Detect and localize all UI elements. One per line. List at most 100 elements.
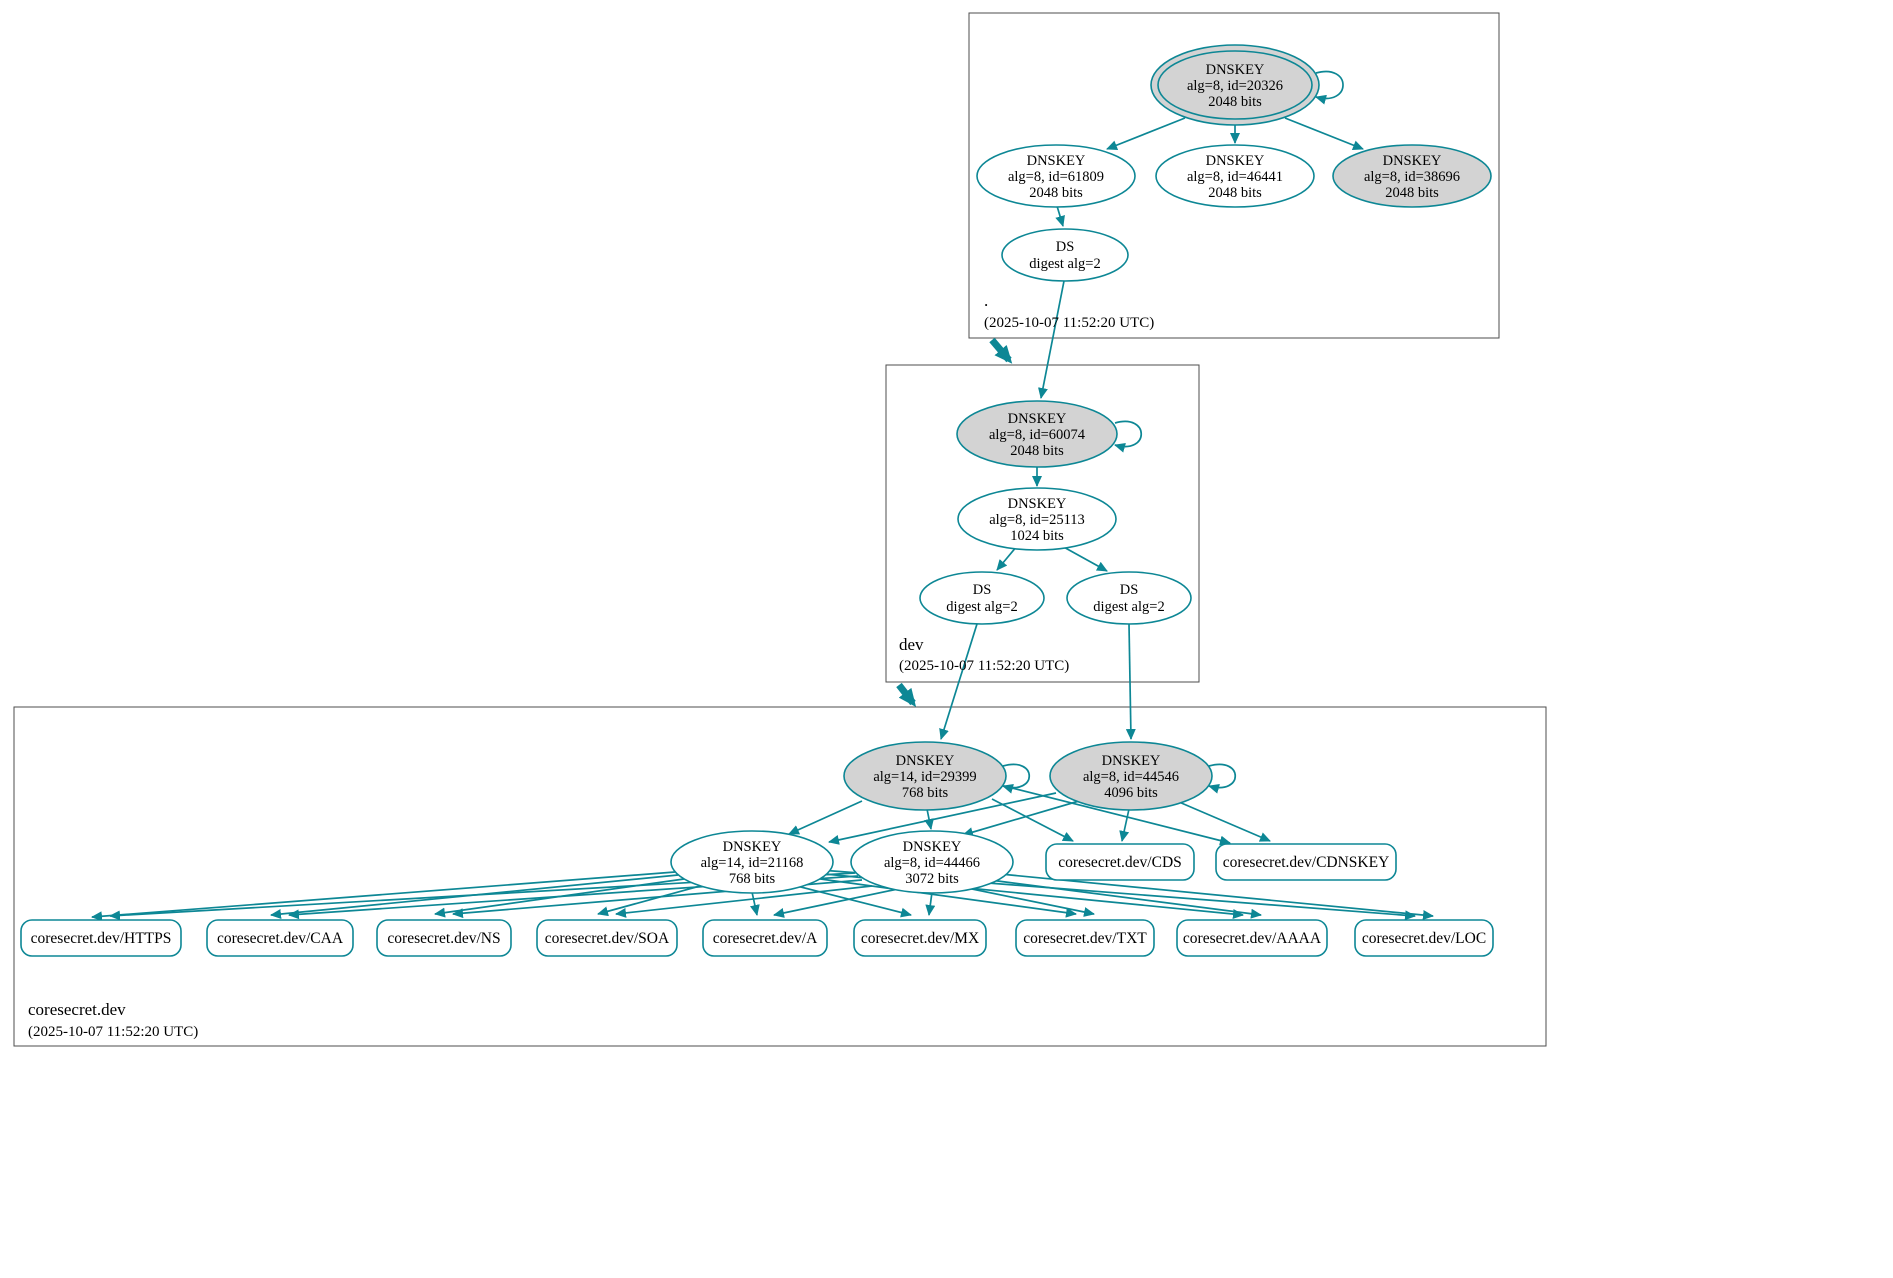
rrset-node-txt: coresecret.dev/TXT <box>1015 919 1155 957</box>
dnskey-node-44546-ksk: DNSKEY alg=8, id=44546 4096 bits <box>1049 741 1213 811</box>
dnskey-46441-title: DNSKEY <box>1206 153 1265 169</box>
dev-zone-timestamp: (2025-10-07 11:52:20 UTC) <box>899 658 1069 674</box>
dnskey-61809-title: DNSKEY <box>1027 153 1086 169</box>
coresecret-zone-label: coresecret.dev <box>28 1000 126 1019</box>
ds-dev-left-title: DS <box>973 582 992 598</box>
edge-20326-61809 <box>1106 117 1186 150</box>
dnskey-44466-title: DNSKEY <box>903 839 962 855</box>
dnskey-29399-bits: 768 bits <box>902 785 949 801</box>
delegation-arrow-root-dev <box>989 337 1013 364</box>
edge-21168-a <box>749 891 760 916</box>
edge-44466-a <box>773 888 899 918</box>
dnskey-node-21168-zsk: DNSKEY alg=14, id=21168 768 bits <box>670 830 834 894</box>
dnskey-44546-ellipse <box>1049 741 1213 811</box>
delegation-arrow-dev-coresecret <box>896 682 917 707</box>
rrset-ns-label: coresecret.dev/NS <box>387 930 500 947</box>
coresecret-zone-box <box>13 706 1547 1047</box>
dnskey-21168-bits: 768 bits <box>729 871 776 887</box>
ds-dev-left-meta: digest alg=2 <box>946 599 1017 615</box>
dnskey-node-29399-ksk: DNSKEY alg=14, id=29399 768 bits <box>843 741 1007 811</box>
rrset-cds-rect <box>1045 843 1195 881</box>
edge-selfloop-20326 <box>1315 70 1344 105</box>
dnskey-44546-meta: alg=8, id=44546 <box>1083 769 1179 785</box>
rrset-node-ns: coresecret.dev/NS <box>376 919 512 957</box>
dnskey-38696-ellipse <box>1332 144 1492 208</box>
edge-61809-ds <box>1055 205 1065 227</box>
rrset-loc-rect <box>1354 919 1494 957</box>
dnskey-25113-ellipse <box>957 487 1117 551</box>
edge-44466-loc <box>999 873 1434 921</box>
rrset-cdnskey-rect <box>1215 843 1397 881</box>
dnskey-46441-ellipse <box>1155 144 1315 208</box>
dnskey-44466-bits: 3072 bits <box>905 871 959 887</box>
dev-zone-box <box>885 364 1200 683</box>
edge-rootds-60074 <box>1038 280 1065 399</box>
dev-zone-label: dev <box>899 635 924 654</box>
rrset-cdnskey-label: coresecret.dev/CDNSKEY <box>1223 854 1390 871</box>
ds-node-root: DS digest alg=2 <box>1001 228 1129 282</box>
edge-selfloop-60074 <box>1114 420 1142 453</box>
edge-29399-21168 <box>788 800 863 835</box>
edge-selfloop-29399 <box>1002 763 1030 794</box>
edge-29399-cds <box>991 798 1074 842</box>
rrset-node-cds: coresecret.dev/CDS <box>1045 843 1195 881</box>
rrset-https-label: coresecret.dev/HTTPS <box>31 930 172 947</box>
rrset-aaaa-rect <box>1176 919 1328 957</box>
dnskey-60074-title: DNSKEY <box>1008 411 1067 427</box>
dnskey-46441-bits: 2048 bits <box>1208 185 1262 201</box>
edge-44546-cds <box>1119 808 1130 842</box>
edge-44546-cdnskey <box>1178 801 1271 842</box>
dnskey-44546-title: DNSKEY <box>1102 753 1161 769</box>
edge-44546-21168 <box>828 792 1057 845</box>
rrset-cds-label: coresecret.dev/CDS <box>1058 854 1182 871</box>
rrset-node-mx: coresecret.dev/MX <box>853 919 987 957</box>
dnskey-61809-ellipse <box>976 144 1136 208</box>
edge-44546-44466 <box>962 800 1080 837</box>
rrset-node-aaaa: coresecret.dev/AAAA <box>1176 919 1328 957</box>
dnskey-44466-ellipse <box>850 830 1014 894</box>
dnskey-60074-ellipse <box>956 400 1118 468</box>
rrset-a-rect <box>702 919 828 957</box>
edge-20326-38696 <box>1284 117 1364 150</box>
ds-root-ellipse <box>1001 228 1129 282</box>
dnskey-29399-title: DNSKEY <box>896 753 955 769</box>
dnskey-20326-title: DNSKEY <box>1206 62 1265 78</box>
dnskey-node-61809: DNSKEY alg=8, id=61809 2048 bits <box>976 144 1136 208</box>
dnskey-node-46441: DNSKEY alg=8, id=46441 2048 bits <box>1155 144 1315 208</box>
coresecret-zone-timestamp: (2025-10-07 11:52:20 UTC) <box>28 1024 198 1040</box>
root-zone-label: . <box>984 291 988 310</box>
ds-root-title: DS <box>1056 239 1075 255</box>
rrset-node-cdnskey: coresecret.dev/CDNSKEY <box>1215 843 1397 881</box>
rrset-soa-label: coresecret.dev/SOA <box>545 930 670 947</box>
rrset-a-label: coresecret.dev/A <box>713 930 818 947</box>
rrset-txt-label: coresecret.dev/TXT <box>1023 930 1147 947</box>
ds-node-dev-right: DS digest alg=2 <box>1066 571 1192 625</box>
dnskey-38696-title: DNSKEY <box>1383 153 1442 169</box>
edge-selfloop-44546 <box>1208 763 1236 794</box>
dnskey-61809-meta: alg=8, id=61809 <box>1008 169 1104 185</box>
ds-dev-left-ellipse <box>919 571 1045 625</box>
edge-21168-txt <box>805 876 1077 918</box>
rrset-caa-rect <box>206 919 354 957</box>
dnskey-44546-bits: 4096 bits <box>1104 785 1158 801</box>
dnskey-21168-meta: alg=14, id=21168 <box>701 855 804 871</box>
edge-21168-https <box>91 871 676 922</box>
rrset-aaaa-label: coresecret.dev/AAAA <box>1183 930 1322 947</box>
rrset-https-rect <box>20 919 182 957</box>
ds-node-dev-left: DS digest alg=2 <box>919 571 1045 625</box>
dnskey-node-60074-ksk: DNSKEY alg=8, id=60074 2048 bits <box>956 400 1118 468</box>
dnskey-25113-meta: alg=8, id=25113 <box>989 512 1085 528</box>
dnskey-node-38696: DNSKEY alg=8, id=38696 2048 bits <box>1332 144 1492 208</box>
rrset-node-caa: coresecret.dev/CAA <box>206 919 354 957</box>
rrset-node-a: coresecret.dev/A <box>702 919 828 957</box>
rrset-mx-rect <box>853 919 987 957</box>
dnskey-44466-meta: alg=8, id=44466 <box>884 855 980 871</box>
dnskey-20326-inner-ellipse <box>1157 50 1313 120</box>
rrset-loc-label: coresecret.dev/LOC <box>1362 930 1486 947</box>
rrset-node-loc: coresecret.dev/LOC <box>1354 919 1494 957</box>
rrset-ns-rect <box>376 919 512 957</box>
dnskey-29399-meta: alg=14, id=29399 <box>873 769 976 785</box>
dnskey-38696-bits: 2048 bits <box>1385 185 1439 201</box>
